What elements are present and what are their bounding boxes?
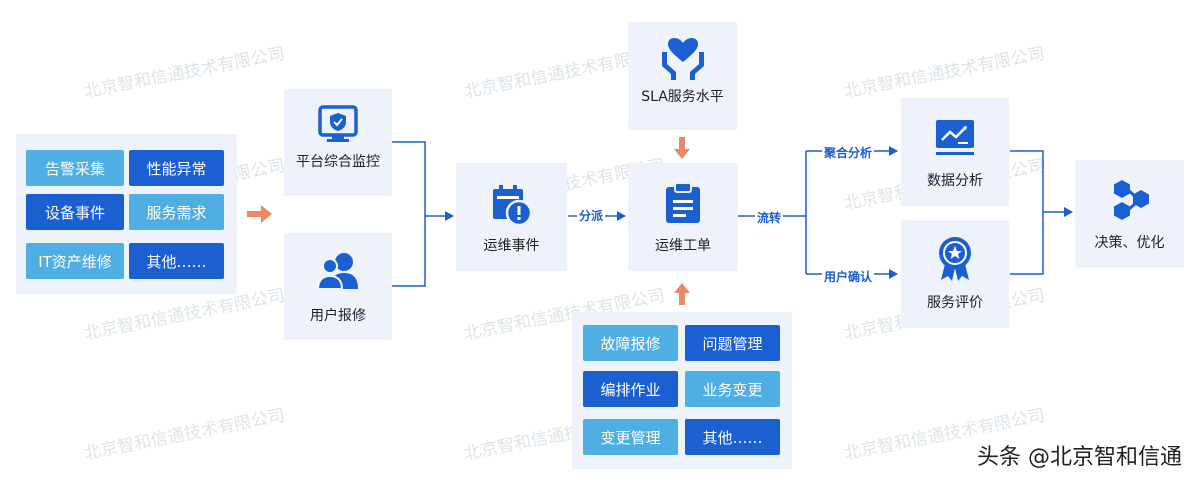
node-platform-monitor: 平台综合监控 <box>284 89 392 196</box>
chip-business-change: 业务变更 <box>685 371 780 407</box>
users-icon <box>316 253 358 290</box>
arrow-sources-to-monitor <box>247 205 272 223</box>
platform-monitor-label: 平台综合监控 <box>296 154 380 170</box>
node-work-order: 运维工单 <box>628 163 738 271</box>
chip-alarm-collect: 告警采集 <box>26 150 124 186</box>
ops-event-label: 运维事件 <box>483 238 540 254</box>
edge-label-user-confirm: 用户确认 <box>822 268 875 285</box>
user-report-label: 用户报修 <box>310 308 366 324</box>
hands-heart-icon <box>661 38 704 80</box>
chip-change-management: 变更管理 <box>583 419 678 455</box>
connector-analysis-eval <box>1010 150 1044 275</box>
data-analysis-label: 数据分析 <box>927 173 983 189</box>
edge-label-transfer: 流转 <box>755 209 784 226</box>
node-user-report: 用户报修 <box>284 233 392 340</box>
chip-other-types: 其他…… <box>685 419 780 455</box>
chip-it-asset-repair: IT资产维修 <box>26 243 124 279</box>
work-order-type-panel: 故障报修 问题管理 编排作业 业务变更 变更管理 其他…… <box>572 312 792 469</box>
chip-fault-report: 故障报修 <box>583 325 678 361</box>
arrow-sla-to-order <box>674 137 690 159</box>
node-decision: 决策、优化 <box>1075 160 1184 268</box>
service-eval-label: 服务评价 <box>927 295 983 311</box>
decision-label: 决策、优化 <box>1094 235 1165 251</box>
node-ops-event: 运维事件 <box>456 163 567 271</box>
chip-problem-management: 问题管理 <box>685 325 780 361</box>
chip-service-demand: 服务需求 <box>129 194 224 230</box>
chip-other: 其他…… <box>129 243 224 279</box>
work-order-label: 运维工单 <box>655 238 711 254</box>
monitor-shield-icon <box>318 105 358 142</box>
node-service-eval: 服务评价 <box>901 220 1009 328</box>
clipboard-icon <box>666 182 700 223</box>
chip-device-event: 设备事件 <box>26 194 124 230</box>
chip-orchestration-job: 编排作业 <box>583 371 678 407</box>
node-data-analysis: 数据分析 <box>901 98 1009 206</box>
hexagon-cluster-icon <box>1113 180 1149 220</box>
edge-label-dispatch: 分派 <box>577 207 606 224</box>
connector-monitor <box>392 141 426 287</box>
award-badge-icon <box>939 237 971 281</box>
chip-performance-anomaly: 性能异常 <box>129 150 224 186</box>
source-panel: 告警采集 性能异常 设备事件 服务需求 IT资产维修 其他…… <box>16 134 237 294</box>
edge-label-aggregate: 聚合分析 <box>822 144 875 161</box>
calendar-alert-icon <box>492 185 532 227</box>
analysis-screen-icon <box>936 120 974 155</box>
node-sla: SLA服务水平 <box>628 22 737 130</box>
source-credit: 头条 @北京智和信通 <box>977 445 1182 470</box>
sla-label: SLA服务水平 <box>641 89 724 105</box>
arrow-types-to-order <box>674 283 690 305</box>
